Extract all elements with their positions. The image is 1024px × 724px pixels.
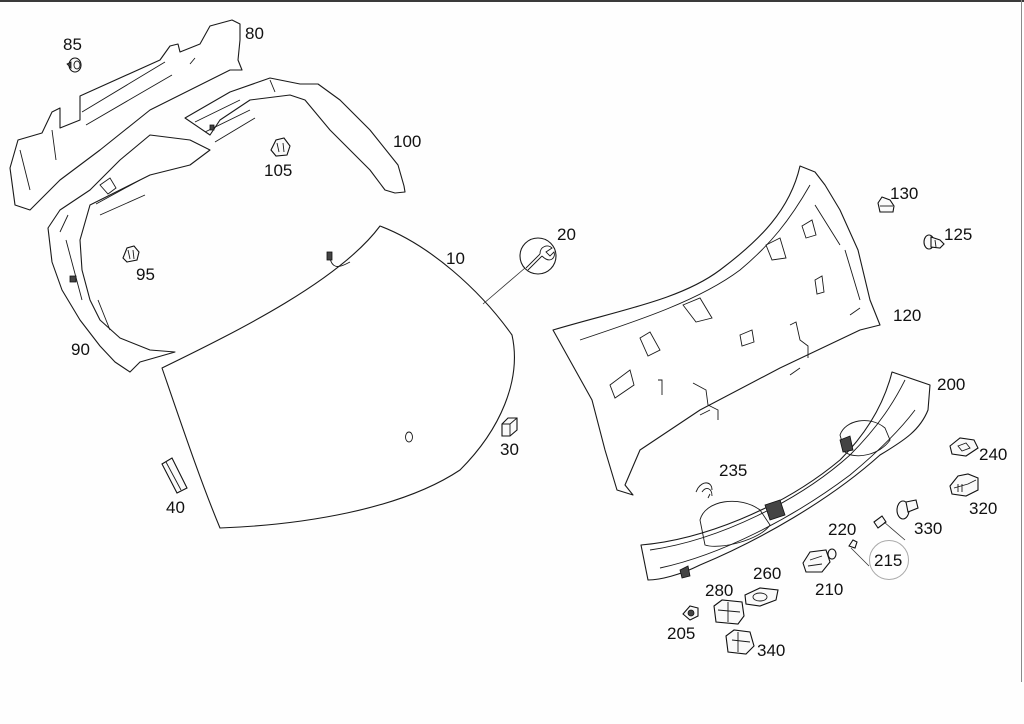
part-260-cover-frame[interactable]: [744, 587, 779, 607]
part-200-lower-trim[interactable]: [640, 371, 931, 581]
callout-215[interactable]: 215: [874, 551, 903, 570]
callout-330[interactable]: 330: [914, 519, 943, 538]
callout-340[interactable]: 340: [757, 641, 786, 660]
callout-280[interactable]: 280: [705, 581, 734, 600]
callout-215-circle: [869, 540, 909, 580]
callout-130[interactable]: 130: [890, 184, 919, 203]
part-340-switch-unit[interactable]: [725, 629, 755, 655]
part-90-left-trim[interactable]: [47, 134, 211, 373]
callout-210[interactable]: 210: [815, 580, 844, 599]
part-130-clip[interactable]: [877, 196, 895, 213]
callout-105[interactable]: 105: [264, 161, 293, 180]
top-border: [0, 0, 1024, 2]
callout-90[interactable]: 90: [71, 340, 90, 359]
callout-240[interactable]: 240: [979, 445, 1008, 464]
callout-320[interactable]: 320: [969, 499, 998, 518]
part-220-bulb[interactable]: [848, 539, 870, 567]
part-125-rivet[interactable]: [923, 234, 945, 250]
callout-20[interactable]: 20: [557, 225, 576, 244]
part-100-right-trim[interactable]: [184, 77, 406, 194]
part-10-rear-window[interactable]: [161, 225, 515, 529]
part-240-switch-frame[interactable]: [949, 437, 979, 457]
part-320-switch-housing[interactable]: [949, 473, 979, 497]
part-30-spacer-block[interactable]: [501, 417, 518, 437]
right-border: [1021, 0, 1022, 682]
callout-220[interactable]: 220: [828, 520, 857, 539]
callout-100[interactable]: 100: [393, 132, 422, 151]
part-120-tailgate-trim[interactable]: [552, 165, 881, 496]
callout-95[interactable]: 95: [136, 265, 155, 284]
callout-235[interactable]: 235: [719, 461, 748, 480]
part-95-clip[interactable]: [122, 245, 140, 263]
part-205-cap[interactable]: [682, 605, 699, 621]
part-105-clip[interactable]: [270, 137, 291, 157]
callout-120[interactable]: 120: [893, 306, 922, 325]
part-280-switch[interactable]: [713, 599, 745, 625]
part-215-lamp-assembly[interactable]: [873, 515, 906, 541]
part-235-wire-clip[interactable]: [695, 482, 713, 499]
callout-125[interactable]: 125: [944, 225, 973, 244]
callout-200[interactable]: 200: [937, 375, 966, 394]
callout-30[interactable]: 30: [500, 440, 519, 459]
callout-40[interactable]: 40: [166, 498, 185, 517]
part-330-lamp-socket[interactable]: [896, 499, 919, 520]
part-40-spacer-strip[interactable]: [161, 457, 188, 494]
callout-260[interactable]: 260: [753, 564, 782, 583]
part-20-service-wrench[interactable]: [482, 237, 557, 305]
callout-205[interactable]: 205: [667, 624, 696, 643]
callout-80[interactable]: 80: [245, 24, 264, 43]
part-85-clip[interactable]: [66, 57, 82, 73]
callout-85[interactable]: 85: [63, 35, 82, 54]
callout-10[interactable]: 10: [446, 249, 465, 268]
part-80-upper-trim[interactable]: [9, 19, 243, 211]
part-210-interior-light[interactable]: [802, 548, 837, 573]
